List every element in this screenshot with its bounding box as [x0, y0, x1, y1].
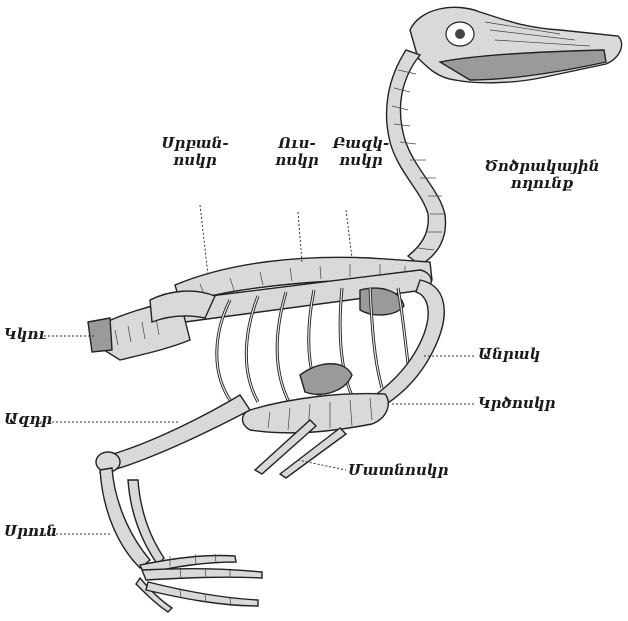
label-top-mid: Ուս- ոսկր: [262, 135, 332, 169]
label-side-b: Կրծոսկր: [478, 395, 568, 412]
pelvis-tail: [88, 291, 215, 360]
foot: [136, 554, 262, 612]
label-top-mid-line2: ոսկր: [262, 152, 332, 169]
label-top-left-line2: ոսկր: [155, 152, 235, 169]
skull: [410, 7, 622, 82]
label-top-left: Սրբան- ոսկր: [155, 135, 235, 169]
leader-top-right: [346, 210, 352, 258]
label-top-mid-line1: Ուս-: [262, 135, 332, 152]
label-thigh: Ազդր: [4, 411, 54, 428]
label-neck: Ծոծրակային ողունք: [482, 158, 602, 192]
label-side-a: Անրակ: [478, 346, 548, 363]
label-tail: Կկու: [4, 326, 54, 343]
label-top-right: Բազկ- ոսկր: [326, 135, 396, 169]
label-shin: Սրուն: [4, 523, 54, 540]
leader-top-mid: [298, 212, 302, 262]
leg: [96, 395, 250, 568]
label-top-left-line1: Սրբան-: [155, 135, 235, 152]
label-neck-line2: ողունք: [482, 175, 602, 192]
label-top-right-line2: ոսկր: [326, 152, 396, 169]
label-top-right-line1: Բազկ-: [326, 135, 396, 152]
leader-top-left: [200, 205, 208, 275]
label-bottom: Մատնոսկր: [348, 462, 448, 479]
label-neck-line1: Ծոծրակային: [482, 158, 602, 175]
